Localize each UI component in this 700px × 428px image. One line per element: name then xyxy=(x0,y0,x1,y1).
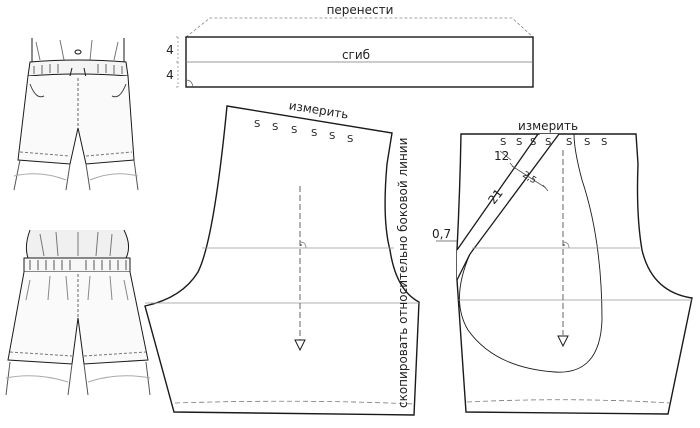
s-mark: S xyxy=(601,137,607,148)
fold-label: сгиб xyxy=(342,48,370,62)
dim-4-top-label: 4 xyxy=(166,43,174,57)
s-mark: S xyxy=(347,134,353,145)
s-mark: S xyxy=(516,137,522,148)
s-mark: S xyxy=(545,137,551,148)
front-pattern-piece: измерить S S S S S S скопировать относит… xyxy=(144,98,420,416)
s-mark: S xyxy=(291,125,297,136)
s-mark: S xyxy=(329,131,335,142)
s-mark: S xyxy=(584,137,590,148)
shorts-front-illustration xyxy=(13,38,139,191)
dim-12-label: 12 xyxy=(494,149,509,163)
s-mark: S xyxy=(311,128,317,139)
copy-side-label: скопировать относительно боковой линии xyxy=(396,138,410,408)
s-mark: S xyxy=(500,137,506,148)
s-mark: S xyxy=(566,137,572,148)
back-pattern-piece: измерить 12 21 2,5 0,7 S S S S S S S xyxy=(432,119,693,415)
transfer-label: перенести xyxy=(327,3,394,17)
s-mark: S xyxy=(530,137,536,148)
s-mark: S xyxy=(272,122,278,133)
measure-right-label: измерить xyxy=(518,119,578,133)
shorts-back-illustration xyxy=(5,229,151,396)
measure-left-label: измерить xyxy=(288,98,350,121)
s-mark: S xyxy=(254,119,260,130)
dim-4-bottom-label: 4 xyxy=(166,68,174,82)
dim-07-label: 0,7 xyxy=(432,227,451,241)
waistband-pattern: перенести сгиб 4 4 xyxy=(166,3,534,88)
